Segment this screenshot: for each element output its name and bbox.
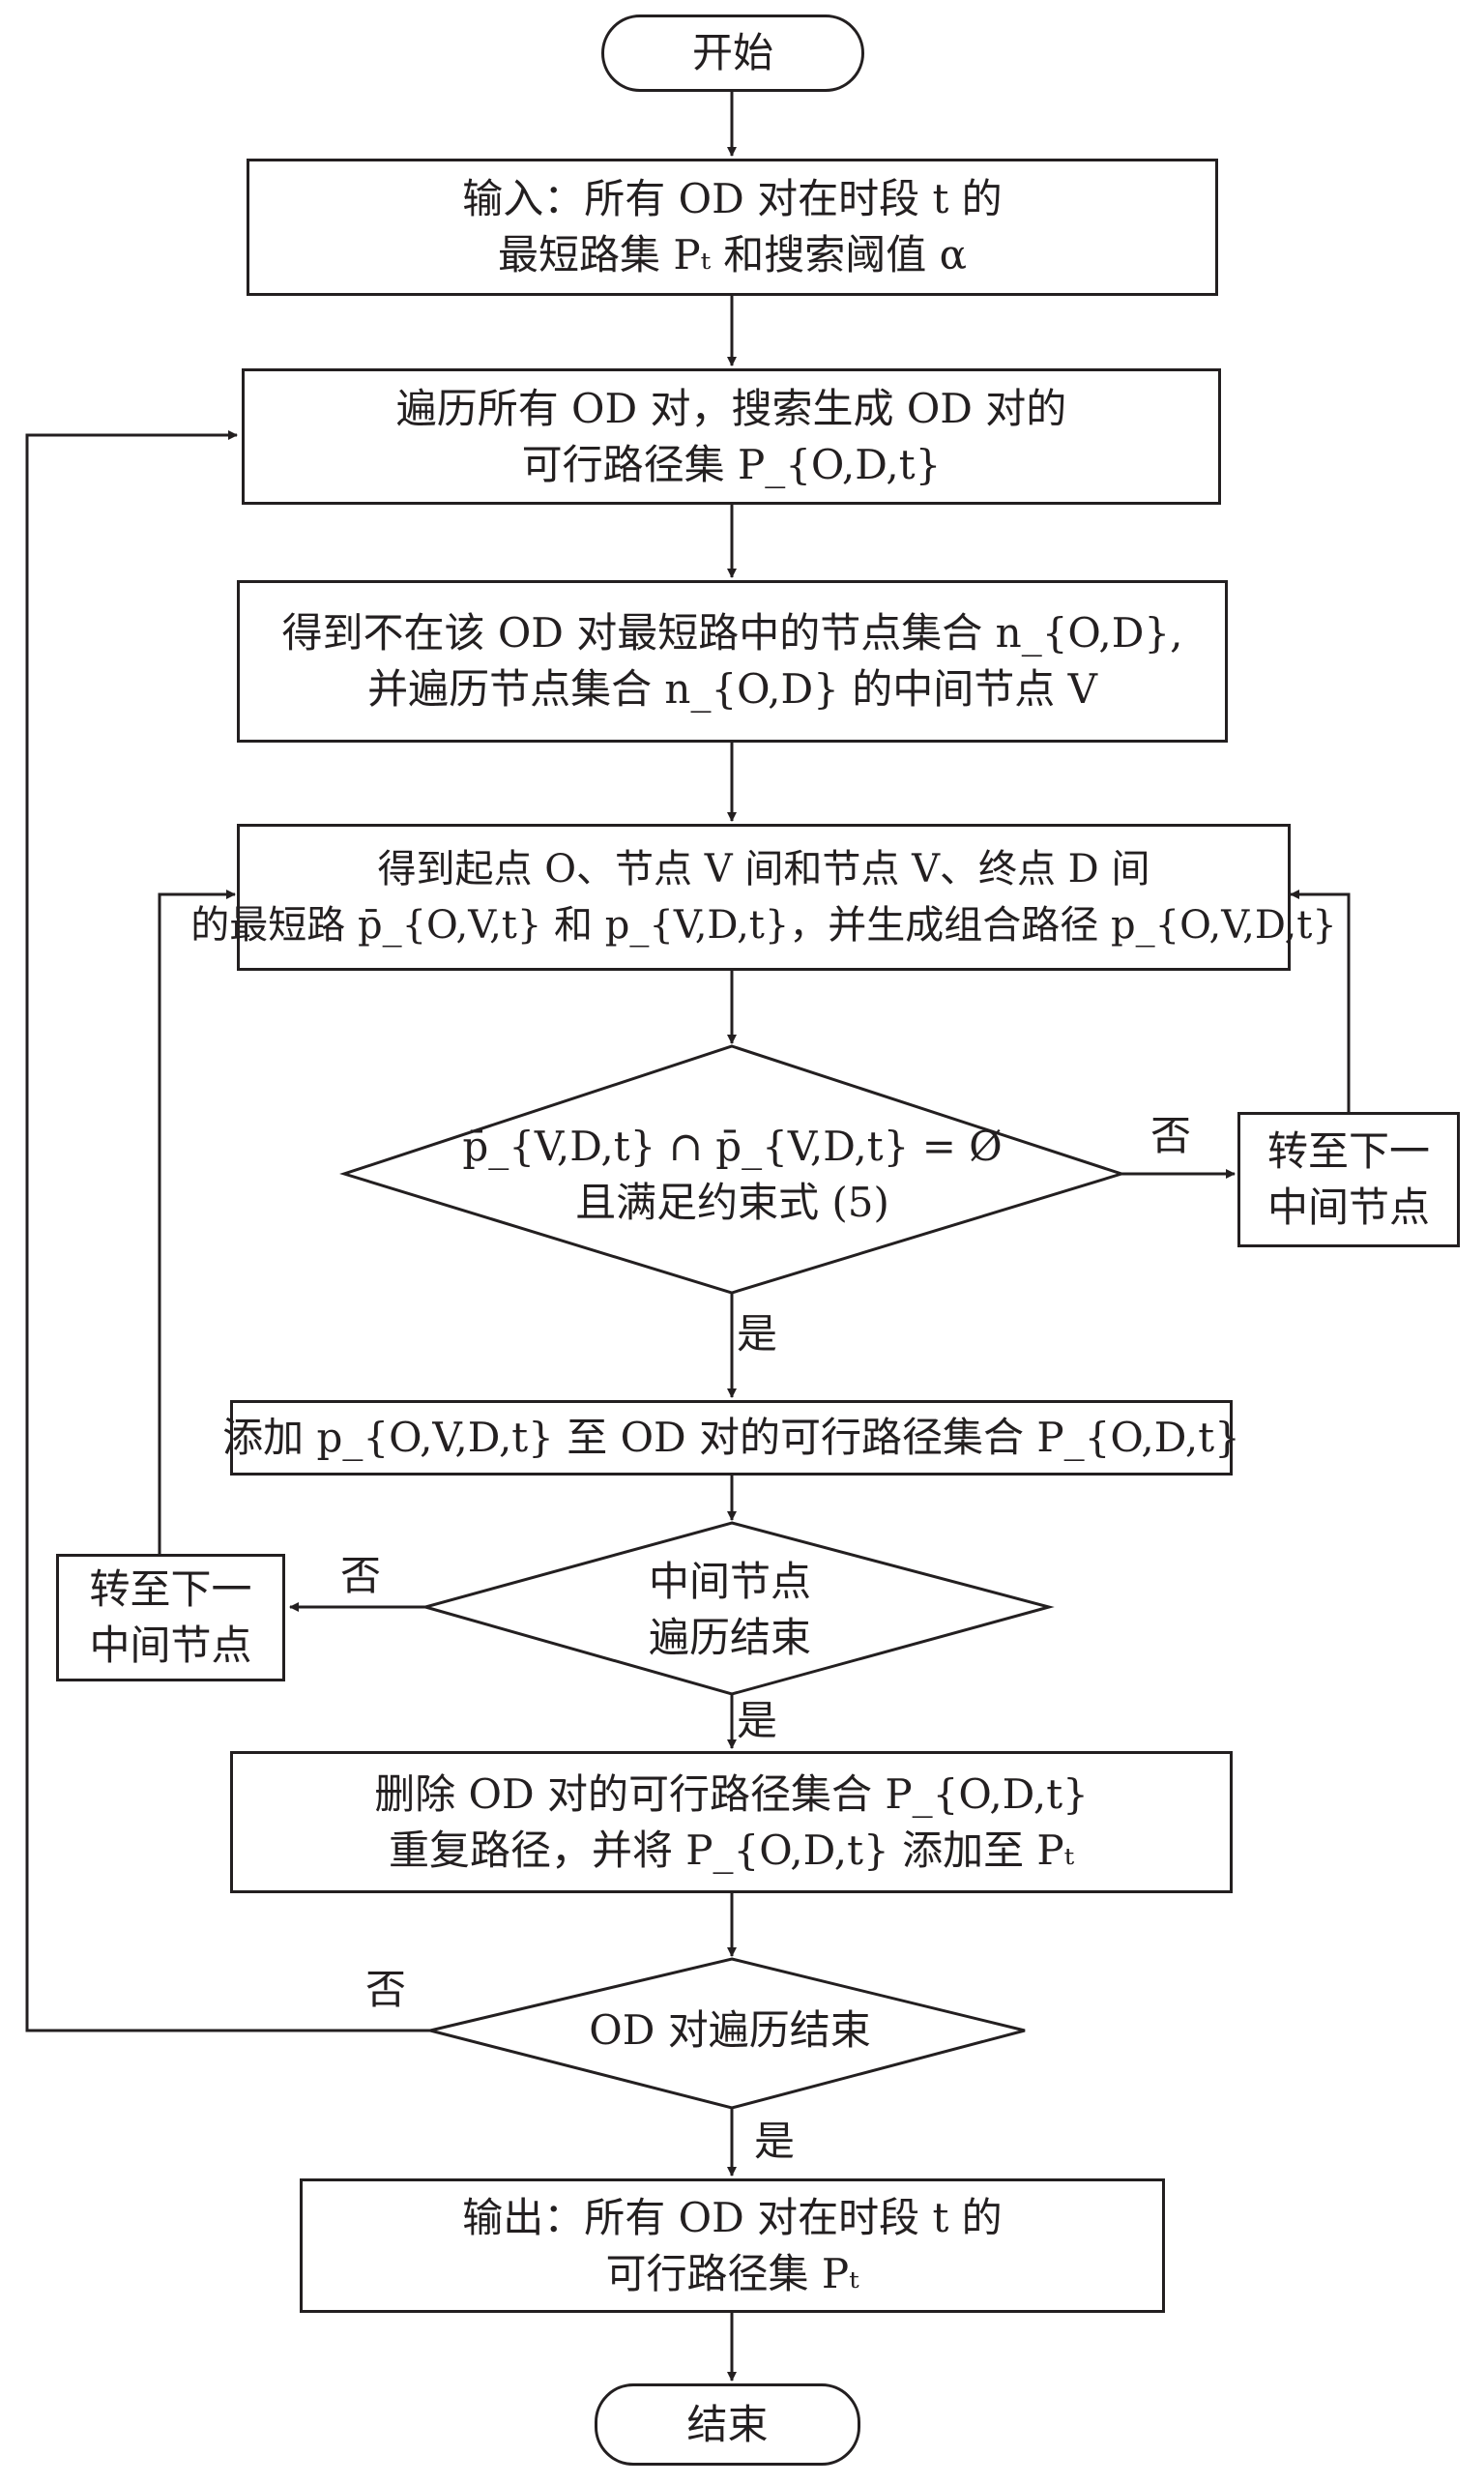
decision-nodes-done-text: 中间节点 遍历结束 [541,1552,918,1668]
next-node-left-line-2: 中间节点 [89,1622,252,1669]
decision-nodes-done-line-1: 中间节点 [648,1558,811,1605]
traverse-od-line-2: 可行路径集 P_{O,D,t} [521,440,942,488]
next-node-right-box: 转至下一 中间节点 [1237,1112,1460,1247]
label-yes-decision1: 是 [737,1310,778,1358]
decision-od-done-line: OD 对遍历结束 [589,2006,871,2054]
next-node-left-line-1: 转至下一 [89,1565,252,1613]
delete-dup-line-1: 删除 OD 对的可行路径集合 P_{O,D,t} [374,1769,1089,1818]
arrow-od-loop-back [25,430,430,2032]
output-box: 输出：所有 OD 对在时段 t 的 可行路径集 Pₜ [300,2178,1165,2313]
traverse-od-line-1: 遍历所有 OD 对，搜索生成 OD 对的 [395,384,1067,432]
output-line-1: 输出：所有 OD 对在时段 t 的 [462,2193,1003,2241]
label-no-decision2: 否 [340,1552,382,1599]
decision-constraint-line-2: 且满足约束式 (5) [575,1179,889,1226]
decision-od-done-text: OD 对遍历结束 [522,2002,938,2060]
input-line-2: 最短路集 Pₜ 和搜索阈值 α [497,231,968,278]
decision-diamond-nodes-done [420,1521,1055,1696]
decision-diamond-od-done [429,1957,1026,2110]
next-node-right-line-2: 中间节点 [1266,1184,1430,1231]
get-nodes-box: 得到不在该 OD 对最短路中的节点集合 n_{O,D}, 并遍历节点集合 n_{… [237,580,1228,743]
shortest-paths-line-2: 的最短路 p̄_{O,V,t} 和 p_{V,D,t}，并生成组合路径 p_{O… [190,903,1337,948]
label-no-decision1: 否 [1150,1112,1192,1159]
delete-dup-line-2: 重复路径，并将 P_{O,D,t} 添加至 Pₜ [388,1826,1075,1874]
decision-constraint-line-1: p̄_{V,D,t} ∩ p̄_{V,D,t} = Ø [462,1123,1003,1170]
arrow-right-loop-back [1290,890,1351,1112]
delete-dup-box: 删除 OD 对的可行路径集合 P_{O,D,t} 重复路径，并将 P_{O,D,… [230,1751,1233,1893]
label-yes-decision3: 是 [754,2118,796,2165]
next-node-right-line-1: 转至下一 [1266,1127,1430,1175]
next-node-left-box: 转至下一 中间节点 [56,1554,285,1681]
shortest-paths-box: 得到起点 O、节点 V 间和节点 V、终点 D 间 的最短路 p̄_{O,V,t… [190,824,1337,971]
get-nodes-line-1: 得到不在该 OD 对最短路中的节点集合 n_{O,D}, [281,609,1183,657]
decision-constraint-text: p̄_{V,D,t} ∩ p̄_{V,D,t} = Ø 且满足约束式 (5) [454,1112,1010,1238]
shortest-paths-line-1: 得到起点 O、节点 V 间和节点 V、终点 D 间 [377,847,1150,891]
start-terminal: 开始 [601,15,864,92]
input-line-1: 输入：所有 OD 对在时段 t 的 [462,175,1003,222]
add-path-line: 添加 p_{O,V,D,t} 至 OD 对的可行路径集合 P_{O,D,t} [222,1414,1240,1461]
input-box: 输入：所有 OD 对在时段 t 的 最短路集 Pₜ 和搜索阈值 α [247,159,1218,296]
get-nodes-line-2: 并遍历节点集合 n_{O,D} 的中间节点 V [367,665,1097,713]
traverse-od-box: 遍历所有 OD 对，搜索生成 OD 对的 可行路径集 P_{O,D,t} [242,368,1221,505]
label-no-decision3: 否 [365,1966,407,2013]
start-label: 开始 [691,29,773,76]
decision-diamond-constraint [339,1044,1126,1295]
decision-nodes-done-line-2: 遍历结束 [648,1614,811,1661]
label-yes-decision2: 是 [737,1697,778,1744]
arrow-left-loop-back [158,890,236,1554]
add-path-box: 添加 p_{O,V,D,t} 至 OD 对的可行路径集合 P_{O,D,t} [222,1400,1240,1476]
end-label: 结束 [686,2400,769,2448]
output-line-2: 可行路径集 Pₜ [605,2249,859,2297]
end-terminal: 结束 [595,2383,860,2466]
